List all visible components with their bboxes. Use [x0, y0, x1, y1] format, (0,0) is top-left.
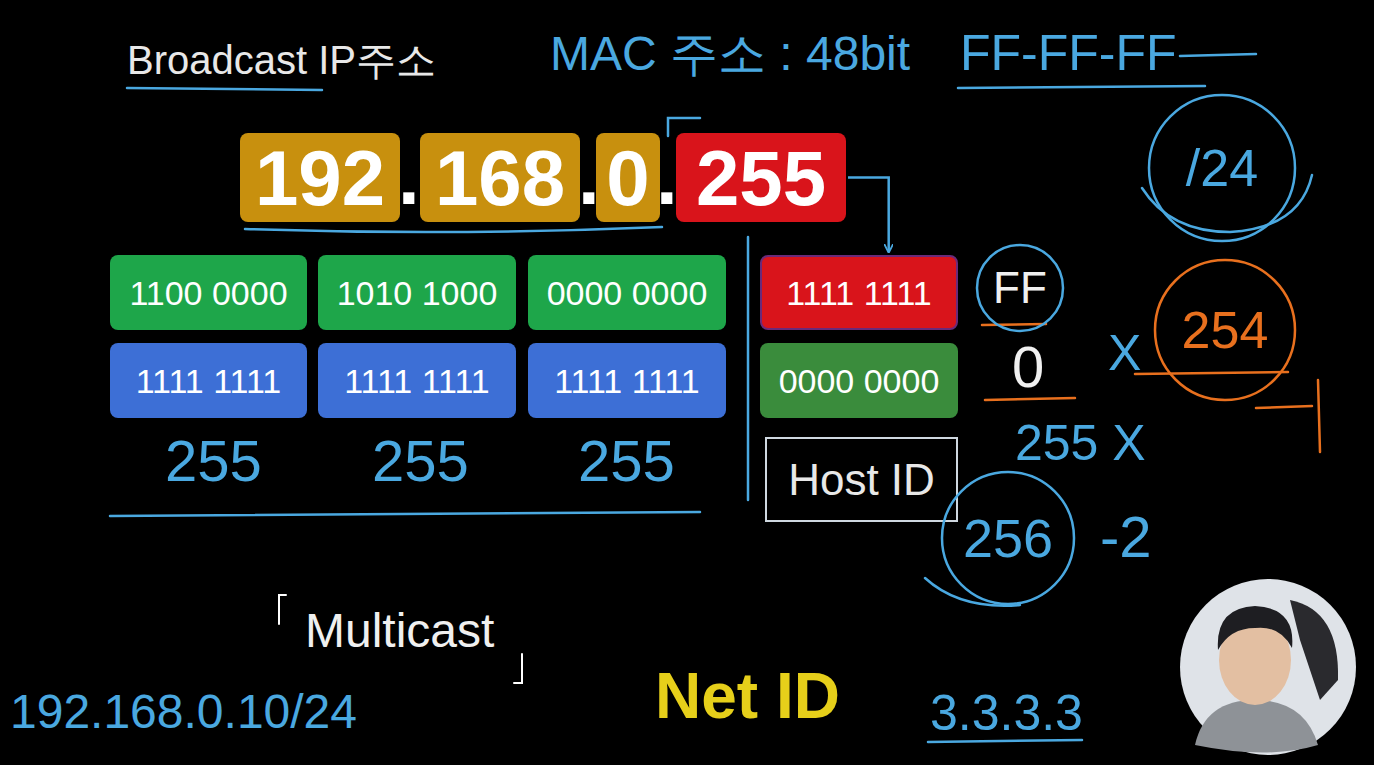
prefix-circle: /24	[1147, 93, 1297, 243]
node-text: 1100 0000	[129, 276, 287, 310]
node-text: 192	[255, 139, 385, 217]
node-text: 1010 1000	[337, 276, 498, 310]
node-text: Host ID	[788, 458, 935, 502]
node-text: FF	[993, 266, 1047, 310]
title-underline	[127, 88, 322, 90]
node-text: 0000 0000	[547, 276, 708, 310]
handwritten-number: 255	[578, 432, 675, 490]
node-text: /24	[1186, 142, 1258, 194]
handwritten-number: 255	[372, 432, 469, 490]
mask-box: 1111 1111	[110, 343, 307, 418]
handwritten-note: 192.168.0.10/24	[10, 688, 357, 736]
chair	[1290, 600, 1338, 700]
handwritten-note: 3.3.3.3	[930, 688, 1083, 738]
handwritten-note: Net ID	[655, 664, 840, 728]
shirt	[1195, 700, 1318, 753]
node-text: 256	[963, 511, 1053, 565]
slide-title: Broadcast IP주소	[127, 40, 436, 80]
octet-box: 0	[596, 133, 660, 222]
octet-box: 168	[420, 133, 580, 222]
tick	[1318, 380, 1320, 452]
octet-box: 192	[240, 133, 400, 222]
circle-stroke	[1155, 260, 1295, 400]
hair	[1218, 606, 1293, 650]
webcam-circle	[1180, 579, 1356, 755]
node-text: 0000 0000	[779, 364, 940, 398]
circle-stroke	[977, 245, 1063, 331]
net-underline	[245, 227, 662, 232]
dash	[1256, 406, 1312, 408]
handwritten-note: -2	[1100, 508, 1152, 566]
handwritten-number: 0	[1012, 338, 1044, 396]
node-text: 0	[606, 139, 649, 217]
handwritten-note: Multicast	[305, 607, 494, 655]
webcam-overlay	[1180, 579, 1356, 755]
binary-box: 1010 1000	[318, 255, 516, 330]
pen-strokes	[110, 54, 1312, 742]
mask-box: 1111 1111	[318, 343, 516, 418]
count-circle: 254	[1153, 258, 1297, 402]
circle-stroke	[942, 472, 1074, 604]
count-circle: 256	[940, 470, 1076, 606]
circle-stroke	[925, 578, 1020, 606]
underline	[985, 398, 1075, 400]
binary-box: 1100 0000	[110, 255, 307, 330]
divider-line	[747, 237, 750, 500]
node-text: 254	[1182, 304, 1269, 356]
handwritten-number: 255	[165, 432, 262, 490]
bracket	[514, 654, 522, 683]
mac-dash	[1180, 54, 1256, 56]
arrow-connector	[848, 178, 889, 253]
handwritten-note: FF-FF-FF	[960, 28, 1177, 78]
node-text: 1111 1111	[786, 276, 932, 310]
underline	[1135, 372, 1288, 374]
mask-box: 0000 0000	[760, 343, 958, 418]
node-text: 168	[435, 139, 565, 217]
binary-box: 0000 0000	[528, 255, 726, 330]
handwritten-note: MAC 주소 : 48bit	[550, 30, 910, 78]
bracket-marks	[279, 316, 945, 683]
node-text: 1111 1111	[136, 364, 282, 398]
ip-dot: .	[656, 133, 678, 222]
mac-underline	[958, 86, 1205, 88]
host-octet-box: 255	[676, 133, 846, 222]
handwritten-note: X	[1108, 328, 1141, 378]
mask-underline	[110, 512, 700, 516]
ip-dot: .	[578, 133, 600, 222]
node-text: 255	[696, 139, 826, 217]
node-text: 1111 1111	[554, 364, 700, 398]
ip-underline	[928, 740, 1082, 742]
underline	[982, 324, 1046, 325]
bracket	[279, 595, 286, 624]
host-id-box: Host ID	[765, 437, 958, 522]
hex-circle: FF	[975, 243, 1065, 333]
circle-stroke	[1149, 95, 1295, 241]
mask-box: 1111 1111	[528, 343, 726, 418]
ip-dot: .	[398, 133, 420, 222]
handwritten-note: 255 X	[1015, 418, 1146, 468]
node-text: 1111 1111	[344, 364, 490, 398]
binary-box: 1111 1111	[760, 255, 958, 330]
